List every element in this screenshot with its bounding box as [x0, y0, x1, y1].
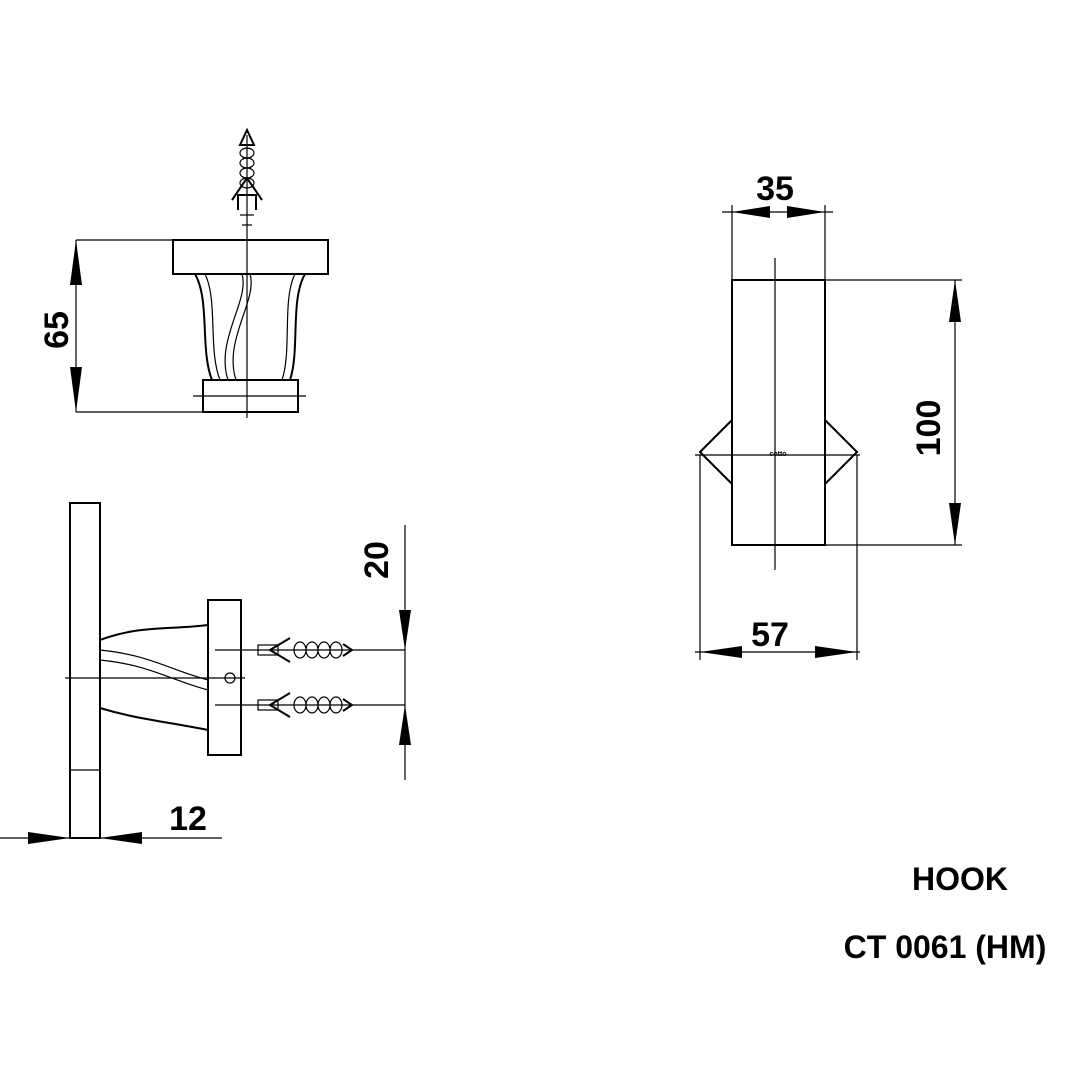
dim-label-12: 12: [169, 800, 207, 838]
arrow-right-icon: [28, 832, 70, 844]
hook-body: [194, 273, 306, 381]
arrow-up-icon: [70, 240, 82, 285]
dim-label-100: 100: [910, 400, 948, 457]
arrow-left-icon: [100, 832, 142, 844]
dim-label-65: 65: [38, 311, 76, 349]
dim-label-35: 35: [756, 170, 794, 208]
wall-plate: [172, 239, 329, 275]
logo-mark: cotto: [769, 451, 786, 458]
arrow-right-icon: [815, 646, 857, 658]
dim-label-20: 20: [358, 541, 396, 579]
front-view: cotto 35 100 57: [695, 170, 962, 660]
title-block: HOOK CT 0061 (HM): [844, 861, 1047, 965]
screw-shaft-curve: [224, 273, 252, 381]
arrow-left-icon: [732, 206, 770, 218]
lower-wall-plug: [215, 692, 405, 718]
dim-label-57: 57: [751, 616, 789, 654]
bottom-left-view: 20 12: [0, 502, 411, 844]
upper-wall-plug: [215, 637, 405, 663]
side-plate: [69, 502, 101, 839]
hook-body-inner: [204, 273, 296, 381]
arrow-down-icon: [70, 367, 82, 412]
front-body: [731, 279, 826, 546]
arrow-left-icon: [700, 646, 742, 658]
side-arm: [99, 624, 209, 731]
model-code: CT 0061 (HM): [844, 929, 1047, 965]
top-left-view: 65: [38, 127, 329, 418]
product-name: HOOK: [912, 861, 1008, 897]
arrow-down-icon: [949, 503, 961, 545]
wall-plug-screw: [231, 127, 263, 226]
arrow-up-icon: [949, 280, 961, 322]
arrow-right-icon: [787, 206, 825, 218]
front-base-flare: [698, 419, 859, 485]
arrow-up-icon: [399, 705, 411, 745]
arrow-down-icon: [399, 610, 411, 650]
side-arm-inner: [99, 649, 209, 691]
